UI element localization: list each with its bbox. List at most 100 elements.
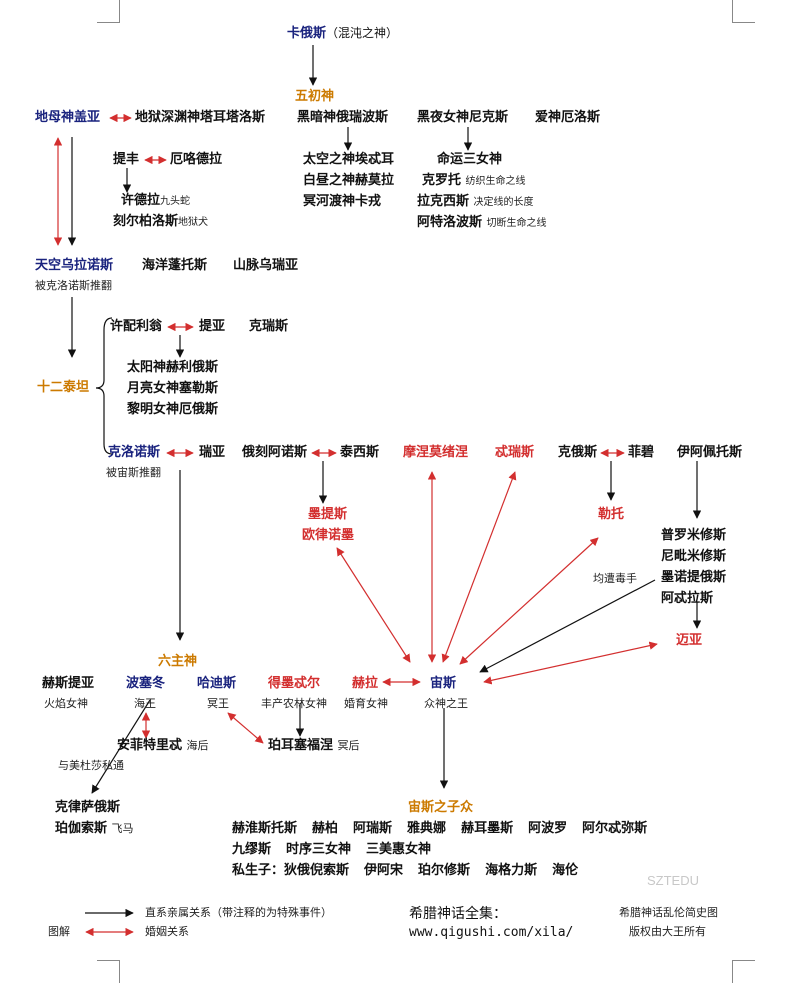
rhea-node: 瑞亚 — [199, 445, 226, 460]
crop-mark-bottom-left — [97, 960, 120, 983]
mnemosyne-node: 摩涅莫绪涅 — [403, 445, 469, 460]
uranus-node: 天空乌拉诺斯 — [35, 258, 114, 273]
zeus-children-label: 宙斯之子众 — [408, 800, 474, 815]
six-olympians-label: 六主神 — [158, 654, 198, 669]
leto-node: 勒托 — [598, 507, 625, 522]
eurynome-node: 欧律诺墨 — [302, 528, 355, 543]
cronus-node: 克洛诺斯 — [108, 445, 161, 460]
metis-node: 墨提斯 — [308, 507, 348, 522]
chaos-node: 卡俄斯（混沌之神） — [287, 27, 398, 40]
selene-node: 月亮女神塞勒斯 — [127, 381, 219, 396]
demeter-note: 丰产农林女神 — [261, 697, 327, 710]
eos-node: 黎明女神厄俄斯 — [127, 402, 219, 417]
clotho-note: 纺织生命之线 — [465, 176, 526, 187]
child-charites: 三美惠女神 — [366, 842, 432, 857]
child-athena: 雅典娜 — [407, 821, 447, 836]
hades-node: 哈迪斯 — [197, 676, 237, 691]
five-primordials-label: 五初神 — [295, 89, 335, 104]
theia-node: 提亚 — [199, 319, 226, 334]
cerberus-note: 地狱犬 — [178, 217, 209, 228]
erebus-node: 黑暗神俄瑞波斯 — [297, 110, 389, 125]
cerberus-node: 刻尔柏洛斯地狱犬 — [113, 215, 208, 228]
maia-node: 迈亚 — [676, 633, 703, 648]
lachesis-node: 拉克西斯 决定线的长度 — [417, 195, 534, 208]
maia-note: 均遭毒手 — [593, 572, 637, 585]
arrow-poseidon-chrysaor — [91, 699, 151, 794]
zeus-node: 宙斯 — [430, 676, 457, 691]
poseidon-note: 海王 — [134, 697, 156, 710]
child-apollo: 阿波罗 — [528, 821, 568, 836]
lachesis-note: 决定线的长度 — [473, 197, 534, 208]
marriage-hades-persephone — [227, 712, 264, 744]
zeus-children-row-3: 私生子： 狄俄倪索斯 伊阿宋 珀尔修斯 海格力斯 海伦 — [232, 864, 578, 877]
hydra-node: 许德拉九头蛇 — [121, 194, 190, 207]
twelve-titans-label: 十二泰坦 — [37, 380, 90, 395]
hestia-note: 火焰女神 — [44, 697, 88, 710]
chaos-note: （混沌之神） — [326, 26, 399, 40]
persephone-node: 珀耳塞福涅 冥后 — [268, 739, 360, 752]
hades-note: 冥王 — [207, 697, 229, 710]
themis-node: 忒瑞斯 — [495, 445, 535, 460]
oceanus-node: 俄刻阿诺斯 — [242, 445, 308, 460]
crop-mark-bottom-right — [732, 960, 755, 983]
hyperion-node: 许配利翁 — [110, 319, 163, 334]
medusa-note: 与美杜莎私通 — [58, 759, 124, 772]
moirai-node: 命运三女神 — [437, 152, 503, 167]
hera-note: 婚育女神 — [344, 697, 388, 710]
helios-node: 太阳神赫利俄斯 — [127, 360, 219, 375]
iapetos-node: 伊阿佩托斯 — [677, 445, 743, 460]
crop-mark-top-left — [97, 0, 120, 23]
illegitimate-label: 私生子： — [232, 863, 285, 878]
child-ares: 阿瑞斯 — [353, 821, 393, 836]
marriage-zeus-metis — [336, 547, 411, 663]
child-helen: 海伦 — [552, 863, 579, 878]
hydra-name: 许德拉 — [121, 193, 161, 208]
child-artemis: 阿尔忒弥斯 — [582, 821, 648, 836]
charon-node: 冥河渡神卡戎 — [303, 194, 382, 209]
atropos-note: 切断生命之线 — [486, 218, 547, 229]
arrow-zeus-brothers — [479, 579, 656, 673]
pegasus-name: 珀伽索斯 — [55, 821, 108, 836]
chrysaor-node: 克律萨俄斯 — [55, 800, 121, 815]
marriage-zeus-maia — [483, 641, 658, 685]
atropos-name: 阿特洛波斯 — [417, 215, 483, 230]
clotho-name: 克罗托 — [422, 173, 462, 188]
eros-node: 爱神厄洛斯 — [535, 110, 601, 125]
child-muses: 九缪斯 — [232, 842, 272, 857]
clotho-node: 克罗托 纺织生命之线 — [422, 174, 526, 187]
pegasus-node: 珀伽索斯 飞马 — [55, 822, 134, 835]
zeus-children-row-2: 九缪斯 时序三女神 三美惠女神 — [232, 843, 431, 856]
coeus-node: 克俄斯 — [558, 445, 598, 460]
persephone-name: 珀耳塞福涅 — [268, 738, 334, 753]
cronus-note: 被宙斯推翻 — [106, 466, 161, 479]
child-perseus: 珀尔修斯 — [418, 863, 471, 878]
tethys-node: 泰西斯 — [340, 445, 380, 460]
hera-node: 赫拉 — [352, 676, 379, 691]
hydra-note: 九头蛇 — [160, 196, 191, 207]
tartarus-node: 地狱深渊神塔耳塔洛斯 — [135, 110, 266, 125]
site-url[interactable]: www.qigushi.com/xila/ — [409, 925, 574, 940]
lachesis-name: 拉克西斯 — [417, 194, 470, 209]
titans-brace — [95, 317, 113, 455]
zeus-note: 众神之王 — [424, 697, 468, 710]
phoebe-node: 菲碧 — [628, 445, 655, 460]
legend-title: 图解 — [48, 925, 70, 938]
pegasus-note: 飞马 — [111, 822, 134, 835]
nyx-node: 黑夜女神尼克斯 — [417, 110, 509, 125]
hestia-node: 赫斯提亚 — [42, 676, 95, 691]
persephone-note: 冥后 — [337, 739, 360, 752]
legend-black-label: 直系亲属关系（带注释的为特殊事件） — [145, 906, 332, 919]
ourea-node: 山脉乌瑞亚 — [233, 258, 299, 273]
echidna-node: 厄咯德拉 — [170, 152, 223, 167]
marriage-zeus-themis — [441, 471, 517, 663]
child-hephaestus: 赫淮斯托斯 — [232, 821, 298, 836]
prometheus-node: 普罗米修斯 — [661, 528, 727, 543]
crius-node: 克瑞斯 — [249, 319, 289, 334]
epimetheus-node: 尼毗米修斯 — [661, 549, 727, 564]
child-jason: 伊阿宋 — [364, 863, 404, 878]
watermark: SZTEDU — [647, 873, 699, 888]
gaia-node: 地母神盖亚 — [35, 110, 101, 125]
site-title: 希腊神话全集： — [409, 906, 507, 922]
legend-red-label: 婚姻关系 — [145, 925, 189, 938]
child-heracles: 海格力斯 — [485, 863, 538, 878]
